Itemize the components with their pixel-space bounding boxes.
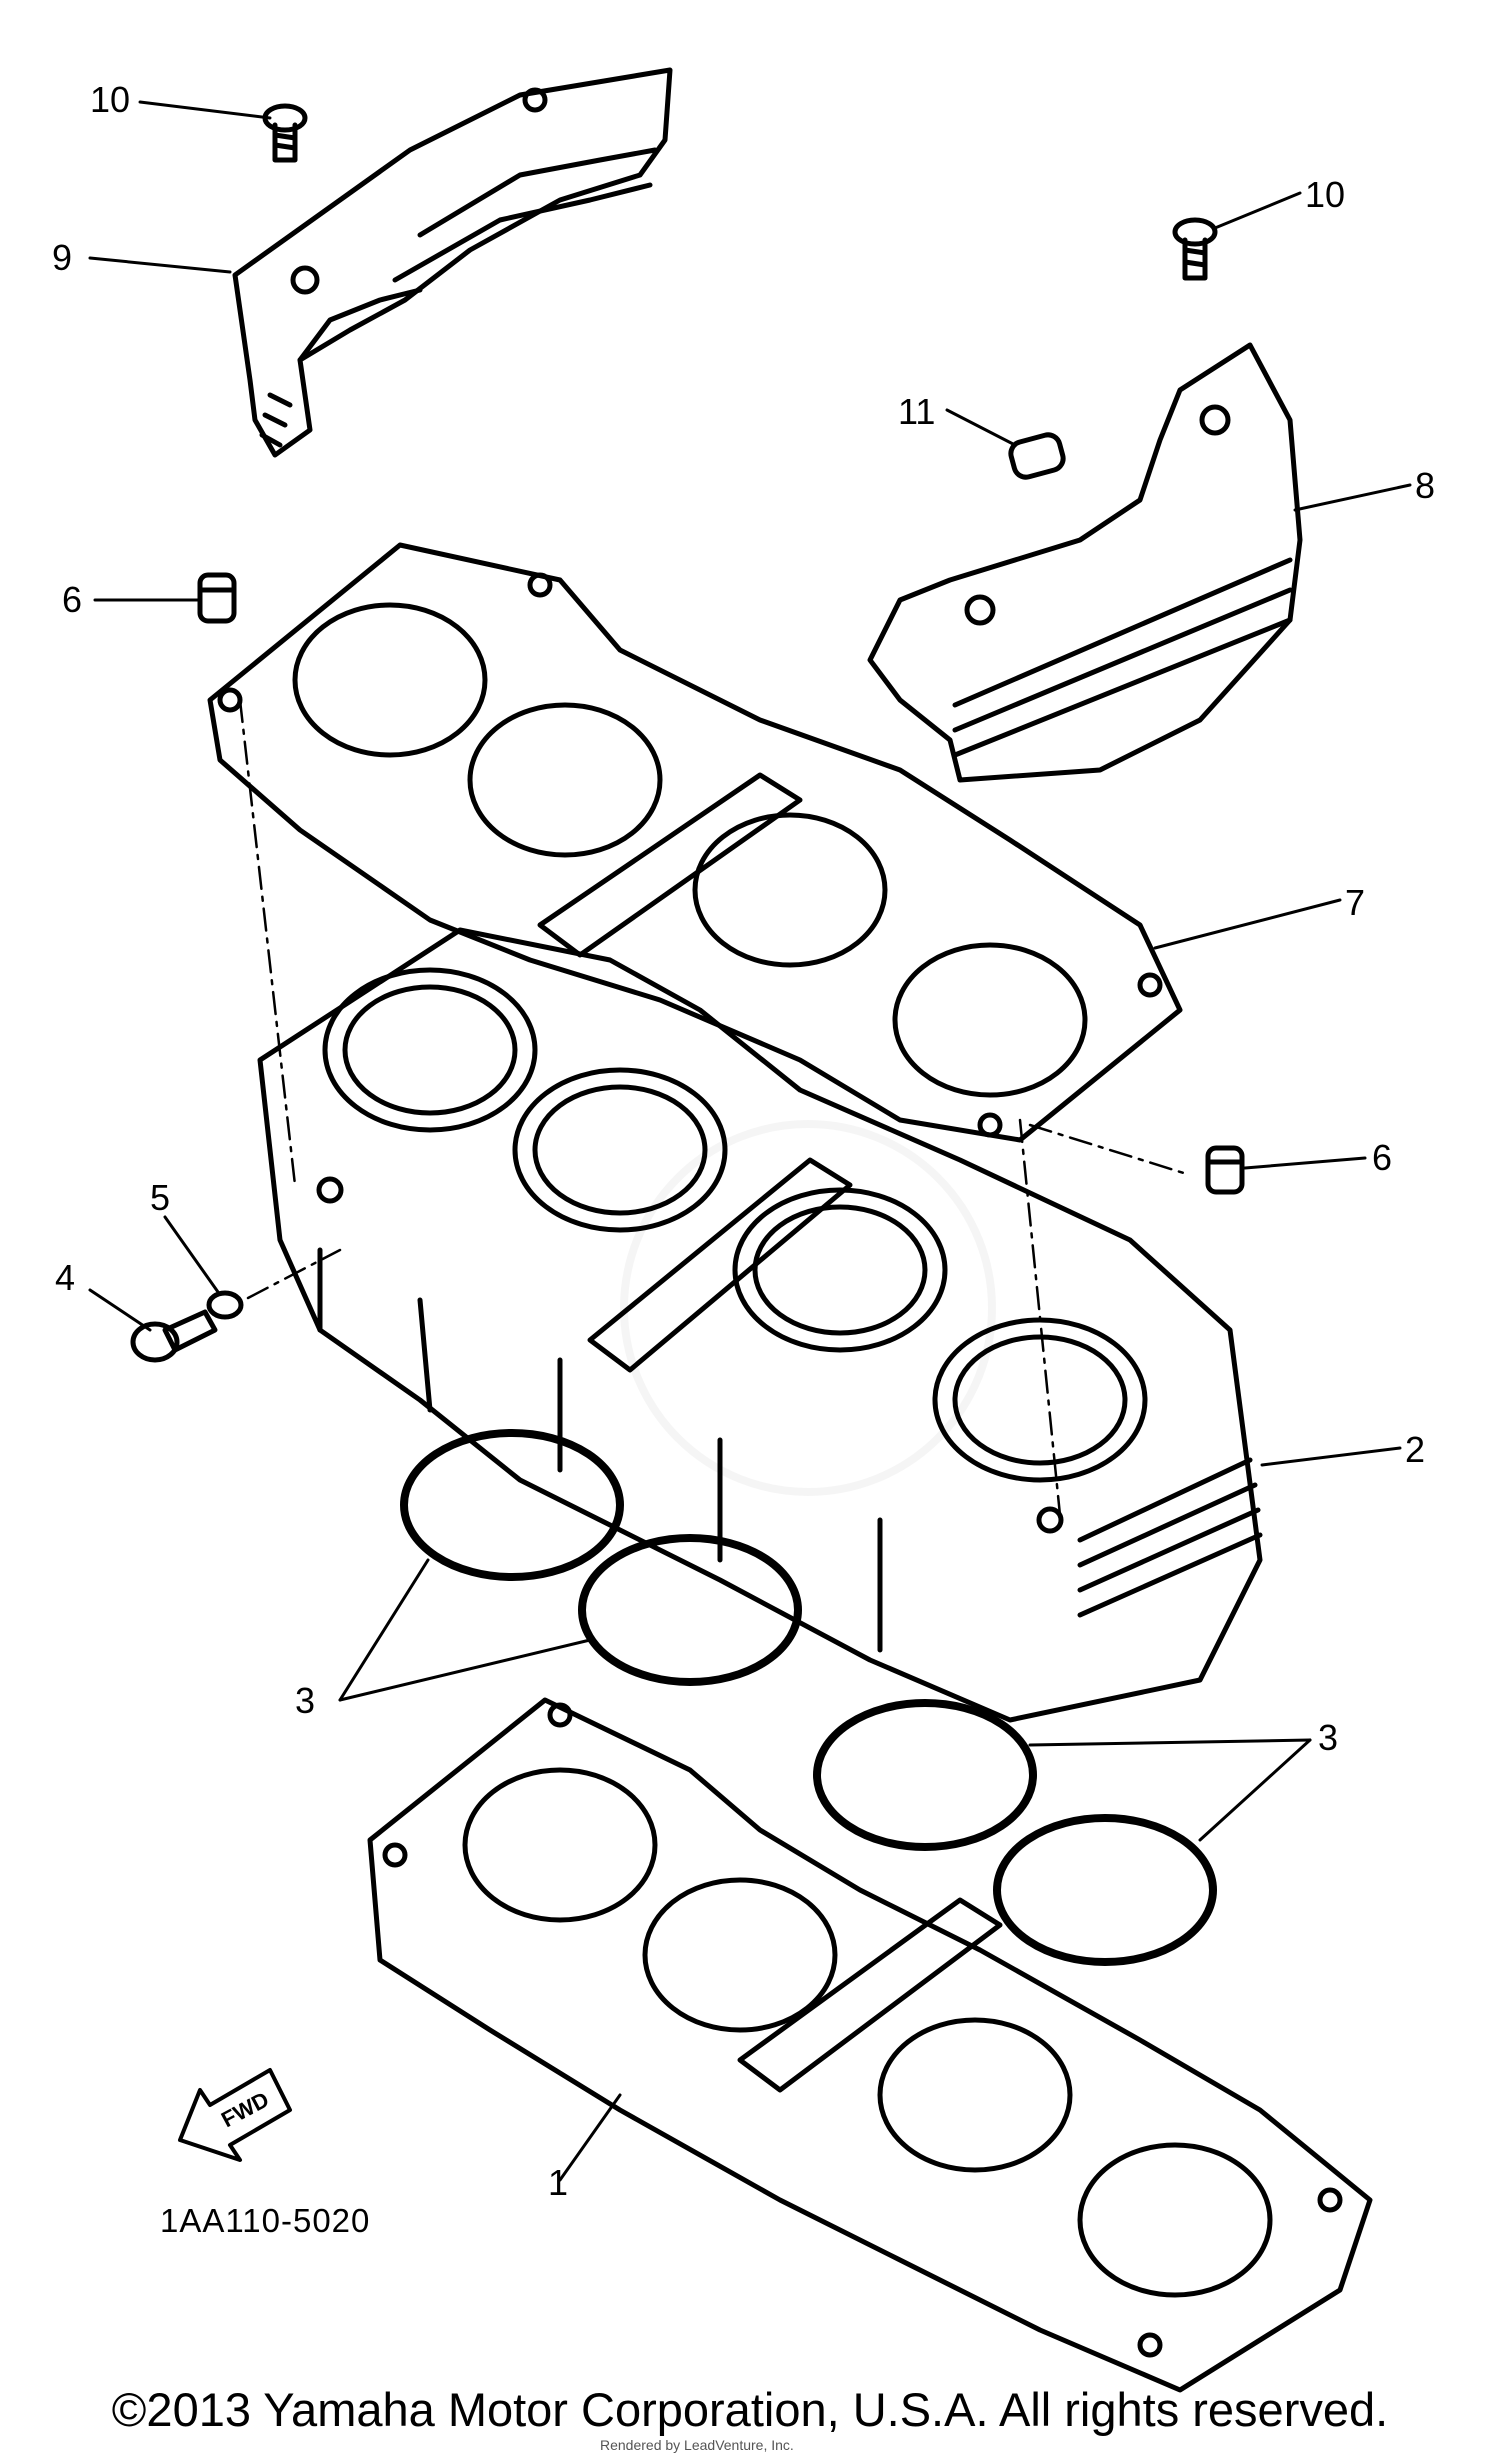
part-6-dowel-upper — [197, 572, 237, 624]
part-3-o-rings — [400, 1429, 1217, 1966]
callout-3-right: 3 — [1318, 1717, 1338, 1758]
part-5-washer — [206, 1290, 244, 1320]
callout-5: 5 — [150, 1177, 170, 1218]
part-2-cylinder-block — [257, 927, 1263, 1723]
part-6-dowel-lower — [1205, 1145, 1245, 1195]
callout-8: 8 — [1415, 465, 1435, 506]
callout-10-left: 10 — [90, 79, 130, 120]
callout-11: 11 — [898, 391, 935, 432]
callout-6-lower: 6 — [1372, 1137, 1392, 1178]
copyright-footer: ©2013 Yamaha Motor Corporation, U.S.A. A… — [111, 2383, 1389, 2436]
callout-6-upper: 6 — [62, 579, 82, 620]
diagram-code: 1AA110-5020 — [160, 2202, 370, 2239]
part-7-head-gasket — [207, 542, 1183, 1143]
part-4-bolt — [130, 1309, 218, 1363]
watermark-logo — [620, 1120, 996, 1496]
fwd-arrow-icon — [178, 2068, 292, 2162]
leader-lines — [88, 100, 1412, 2182]
callout-4: 4 — [55, 1257, 75, 1298]
part-1-base-gasket — [367, 1697, 1373, 2393]
render-note: Rendered by LeadVenture, Inc. — [600, 2437, 794, 2453]
alignment-guides — [238, 698, 1192, 1517]
part-9-side-cover — [232, 67, 673, 458]
part-10-screw-left — [262, 103, 308, 163]
callout-1: 1 — [548, 2162, 568, 2203]
callout-3-left: 3 — [295, 1680, 315, 1721]
callout-2: 2 — [1405, 1429, 1425, 1470]
part-10-screw-right — [1172, 217, 1218, 281]
part-8-side-cover — [867, 342, 1303, 783]
callouts: 10 9 10 11 8 6 7 6 5 4 2 3 3 1 FWD 1AA11… — [52, 79, 1435, 2239]
part-11-dowel — [1008, 432, 1066, 480]
callout-7: 7 — [1345, 882, 1365, 923]
callout-10-right: 10 — [1305, 174, 1345, 215]
callout-9: 9 — [52, 237, 72, 278]
